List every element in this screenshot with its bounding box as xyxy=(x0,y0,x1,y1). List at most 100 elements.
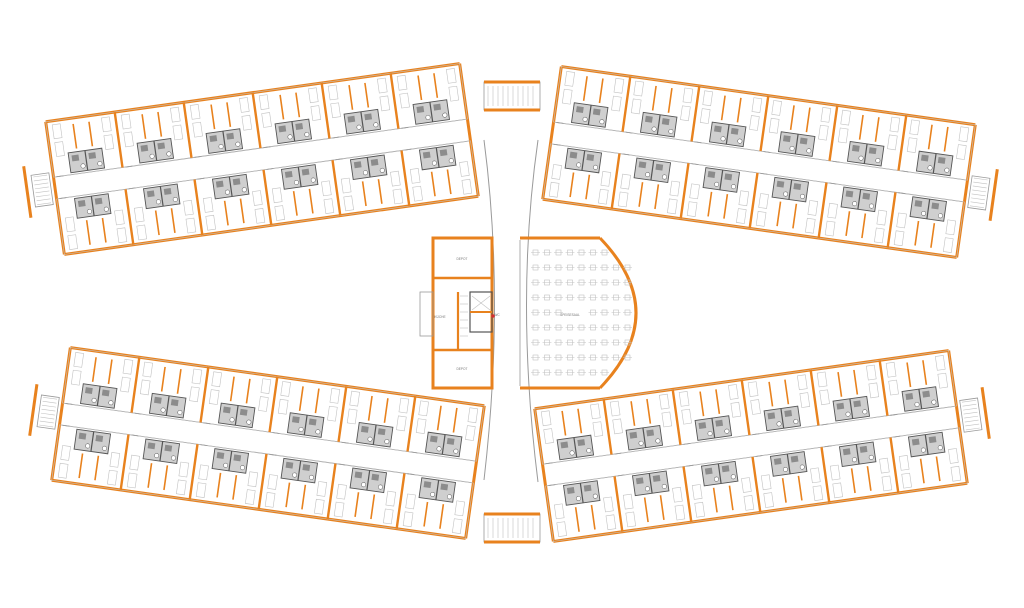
bed xyxy=(126,472,138,489)
bed xyxy=(950,465,962,482)
dorm-room xyxy=(878,350,957,417)
stair-tread xyxy=(39,424,54,428)
shower xyxy=(353,161,362,169)
toilet xyxy=(310,177,316,183)
toilet xyxy=(367,436,373,442)
bed xyxy=(625,511,636,528)
shower xyxy=(698,422,707,430)
bed xyxy=(192,121,203,138)
toilet xyxy=(80,163,86,169)
shower xyxy=(222,406,231,414)
toilet xyxy=(858,155,864,161)
dining-table xyxy=(600,309,609,316)
bed xyxy=(898,455,910,471)
room-partition xyxy=(354,492,360,517)
bathroom xyxy=(343,108,382,135)
room-partition xyxy=(433,73,439,98)
bed xyxy=(120,113,132,130)
bed xyxy=(553,503,565,520)
bathroom xyxy=(73,428,112,455)
room-partition xyxy=(699,391,705,417)
door xyxy=(62,424,70,427)
bed xyxy=(686,201,698,217)
bathroom-divider xyxy=(303,415,308,436)
dining-table xyxy=(554,354,563,361)
room-wall xyxy=(682,466,693,523)
bathroom xyxy=(142,438,181,465)
bed xyxy=(887,134,898,151)
bed xyxy=(402,511,414,528)
shower xyxy=(629,431,638,439)
bed xyxy=(129,454,140,471)
bed xyxy=(937,372,949,389)
shower xyxy=(101,389,110,397)
bathroom xyxy=(205,128,244,154)
bed xyxy=(316,481,328,497)
room-wall xyxy=(406,395,417,452)
toilet xyxy=(645,172,651,178)
bed xyxy=(702,90,713,107)
bed xyxy=(191,368,203,385)
bathroom-divider xyxy=(786,453,791,474)
wing-top-right xyxy=(541,65,999,259)
bathroom-divider xyxy=(788,179,793,200)
dining-table xyxy=(623,294,632,301)
toilet xyxy=(373,122,379,128)
stair-tread xyxy=(42,400,57,404)
bed xyxy=(340,177,352,194)
bed xyxy=(622,493,634,510)
bed xyxy=(832,482,843,499)
bed xyxy=(881,475,893,492)
bathroom xyxy=(625,424,664,451)
room-wall xyxy=(400,150,411,207)
bed xyxy=(680,105,691,122)
bed xyxy=(874,227,885,244)
shower xyxy=(853,400,862,408)
bed xyxy=(330,102,341,119)
shower xyxy=(433,103,442,111)
room-partition xyxy=(301,484,307,510)
shower xyxy=(661,118,670,126)
stair-tread xyxy=(36,198,51,202)
bed xyxy=(630,98,642,115)
bathroom-divider xyxy=(573,437,578,458)
bed xyxy=(258,94,270,110)
stair-tread xyxy=(39,420,54,424)
bed xyxy=(561,88,573,105)
bed xyxy=(445,68,457,84)
room-partition xyxy=(866,466,872,491)
shower xyxy=(566,487,575,494)
bed xyxy=(771,100,782,116)
stairs xyxy=(483,80,541,544)
room-partition xyxy=(417,75,423,101)
bed xyxy=(600,171,612,187)
room-partition xyxy=(298,386,304,411)
stair-frame xyxy=(967,175,991,211)
door xyxy=(760,172,768,175)
bed xyxy=(239,97,250,113)
room-partition xyxy=(845,211,851,236)
stair-wall xyxy=(980,387,991,439)
bed xyxy=(603,496,614,513)
bed xyxy=(564,71,576,87)
bed xyxy=(590,403,601,420)
dining-table xyxy=(554,249,563,256)
shower xyxy=(707,171,716,178)
bed xyxy=(805,217,816,234)
bathroom xyxy=(840,186,879,213)
bed xyxy=(258,396,269,412)
room-wall xyxy=(395,473,406,529)
bathroom-divider xyxy=(84,150,89,171)
bathroom xyxy=(694,415,733,441)
toilet xyxy=(852,201,858,207)
bed xyxy=(142,361,153,378)
bathroom xyxy=(777,131,816,157)
bed xyxy=(336,483,347,500)
shower xyxy=(635,477,644,485)
bed xyxy=(399,92,410,109)
bathroom xyxy=(211,448,250,474)
dorm-room xyxy=(188,443,267,510)
shower xyxy=(429,435,438,443)
shower xyxy=(423,481,432,489)
